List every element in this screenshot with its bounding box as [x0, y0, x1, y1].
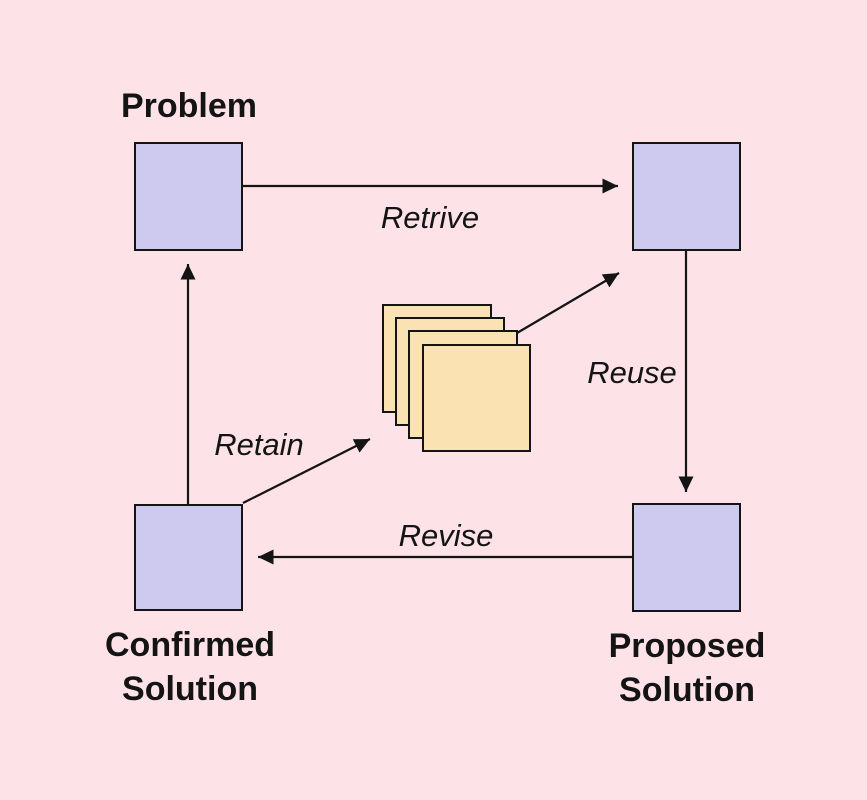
proposed-solution-label-line1: Proposed [609, 627, 766, 665]
node-problem: Problem [121, 87, 257, 251]
confirmed-solution-label-line1: Confirmed [105, 626, 275, 664]
case-base-to-retrieved-arrow [516, 272, 620, 334]
confirmed-to-case-base-arrow [242, 438, 371, 504]
problem-box [134, 142, 243, 251]
node-retrieved-case [632, 142, 741, 251]
confirmed-solution-label-line2: Solution [122, 670, 258, 708]
edges [180, 178, 694, 565]
edge-labels: Retrive Reuse Revise Retain [214, 200, 677, 553]
reuse-label: Reuse [587, 355, 677, 390]
node-confirmed-solution: Confirmed Solution [105, 504, 275, 708]
problem-label: Problem [121, 87, 257, 125]
retrieve-label: Retrive [381, 200, 479, 235]
retain-label: Retain [214, 427, 304, 462]
proposed-solution-box [632, 503, 741, 612]
case-card-front [422, 344, 531, 452]
retrieved-case-box [632, 142, 741, 251]
proposed-solution-label-line2: Solution [619, 671, 755, 709]
node-proposed-solution: Proposed Solution [609, 503, 766, 709]
case-base-stack-icon [382, 304, 531, 452]
revise-label: Revise [399, 518, 494, 553]
confirmed-solution-box [134, 504, 243, 611]
